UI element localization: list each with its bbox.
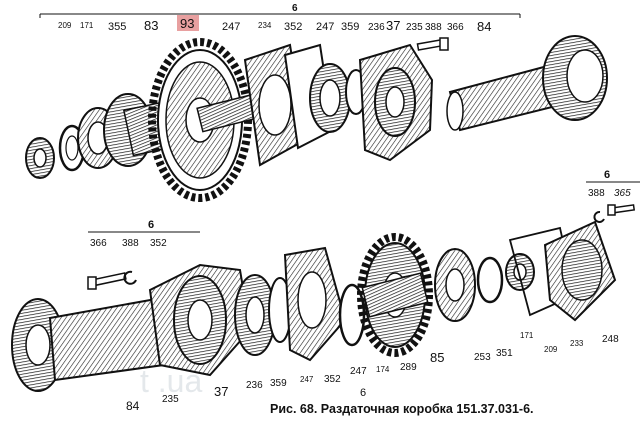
callout-bottom-labels-171: 171 — [520, 331, 534, 340]
callout-top-group-366: 366 — [447, 22, 464, 33]
callout-bottom-labels-253: 253 — [474, 352, 491, 363]
end-cover-248 — [545, 222, 615, 320]
callout-bottom-labels-236: 236 — [246, 380, 263, 391]
bolt-366 — [417, 38, 448, 50]
callout-right-group-388: 388 — [588, 188, 605, 199]
callout-top-group-93: 93 — [180, 16, 194, 31]
callout-bottom-labels-85: 85 — [430, 350, 444, 365]
callout-top-group-83: 83 — [144, 18, 158, 33]
callout-bottom-labels-359: 359 — [270, 378, 287, 389]
washer-351 — [478, 258, 502, 302]
callout-bottom-labels-351: 351 — [496, 348, 513, 359]
callout-top-group-359: 359 — [341, 21, 359, 33]
callout-bottom-labels-233: 233 — [570, 339, 584, 348]
callout-bottom-labels-37: 37 — [214, 384, 228, 399]
callout-bottom-labels-289: 289 — [400, 362, 417, 373]
callout-bottom-labels-84: 84 — [126, 399, 140, 413]
left-bracket: 6 — [88, 219, 200, 232]
callout-left-group-388: 388 — [122, 238, 139, 249]
callout-left-group-352: 352 — [150, 238, 167, 249]
callout-bottom-labels-174: 174 — [376, 365, 390, 374]
callout-bottom-labels-248: 248 — [602, 334, 619, 345]
watermark: t .ua — [140, 363, 202, 399]
top-bracket-label: 6 — [292, 3, 298, 14]
clip-388-right — [594, 212, 604, 222]
gear-85 — [361, 237, 429, 353]
right-bracket-label: 6 — [604, 169, 610, 181]
bolt-365 — [608, 205, 634, 215]
callout-top-group-352: 352 — [284, 21, 302, 33]
callout-bottom-labels-247: 247 — [350, 366, 367, 377]
left-bracket-label: 6 — [148, 219, 154, 231]
callout-bottom-labels-6: 6 — [360, 387, 366, 399]
output-shaft-84 — [447, 36, 607, 130]
bolt-366-left — [88, 273, 126, 289]
callout-top-group-84: 84 — [477, 19, 491, 34]
callout-top-group-235: 235 — [406, 22, 423, 33]
callout-bottom-labels-209: 209 — [544, 345, 558, 354]
callout-top-group-37: 37 — [386, 18, 400, 33]
callout-top-group-247: 247 — [316, 21, 334, 33]
callout-top-group-234: 234 — [258, 21, 272, 30]
callout-top-group-388: 388 — [425, 22, 442, 33]
top-assembly — [26, 36, 607, 198]
callout-top-group-355: 355 — [108, 21, 126, 33]
callout-top-group-171: 171 — [80, 21, 94, 30]
callout-bottom-labels-352: 352 — [324, 374, 341, 385]
bottom-assembly — [12, 205, 634, 391]
callout-top-group-247: 247 — [222, 21, 240, 33]
top-bracket: 6 — [40, 3, 520, 18]
figure-caption: Рис. 68. Раздаточная коробка 151.37.031-… — [270, 402, 534, 416]
callout-left-group-366: 366 — [90, 238, 107, 249]
right-bracket: 6 — [586, 169, 640, 182]
callout-bottom-labels-247: 247 — [300, 375, 314, 384]
callout-top-group-209: 209 — [58, 21, 72, 30]
callout-right-group-365: 365 — [614, 188, 631, 199]
callout-top-group-236: 236 — [368, 22, 385, 33]
